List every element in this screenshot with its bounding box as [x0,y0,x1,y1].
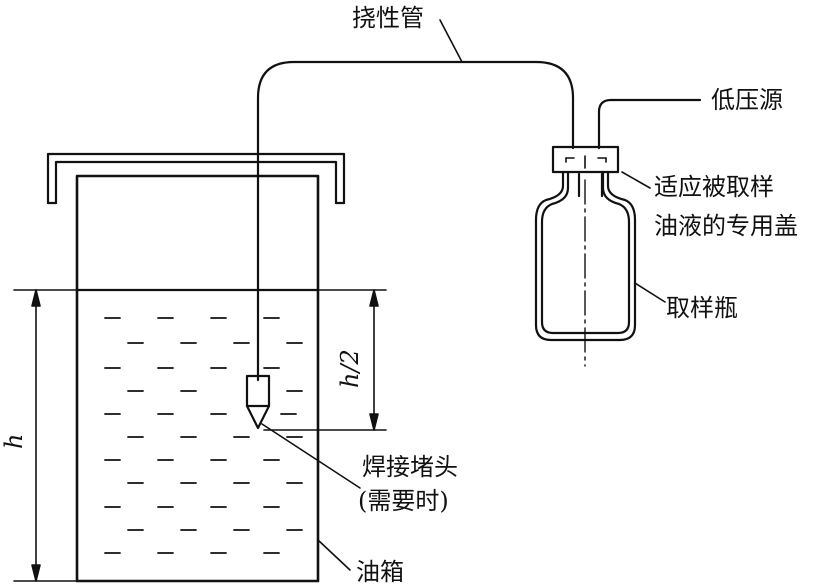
dimension-h [13,289,78,582]
plug-label-line2: (需要时) [358,487,449,515]
cap-label-line1: 适应被取样 [654,173,774,201]
hose-label: 挠性管 [352,4,424,32]
special-cap [551,145,620,198]
dim-h-label: h [0,434,28,449]
tank-label: 油箱 [356,558,404,586]
cap-label-line2: 油液的专用盖 [654,212,798,240]
plug-label-line1: 焊接堵头 [362,453,458,481]
dim-h-half-label: h/2 [336,349,364,388]
low-pressure-source-label: 低压源 [711,86,783,114]
sample-bottle-label: 取样瓶 [666,294,738,322]
labels: 挠性管 低压源 适应被取样 油液的专用盖 取样瓶 焊接堵头 (需要时) 油箱 h… [0,4,798,586]
low-pressure-line [597,98,702,150]
welded-plug [245,374,271,430]
leader-lines [261,19,666,571]
flexible-hose [256,60,575,382]
oil-fill-dashes [104,317,303,554]
tank-lid [46,152,346,205]
dimension-h-half [263,289,387,431]
oil-tank [75,174,320,583]
